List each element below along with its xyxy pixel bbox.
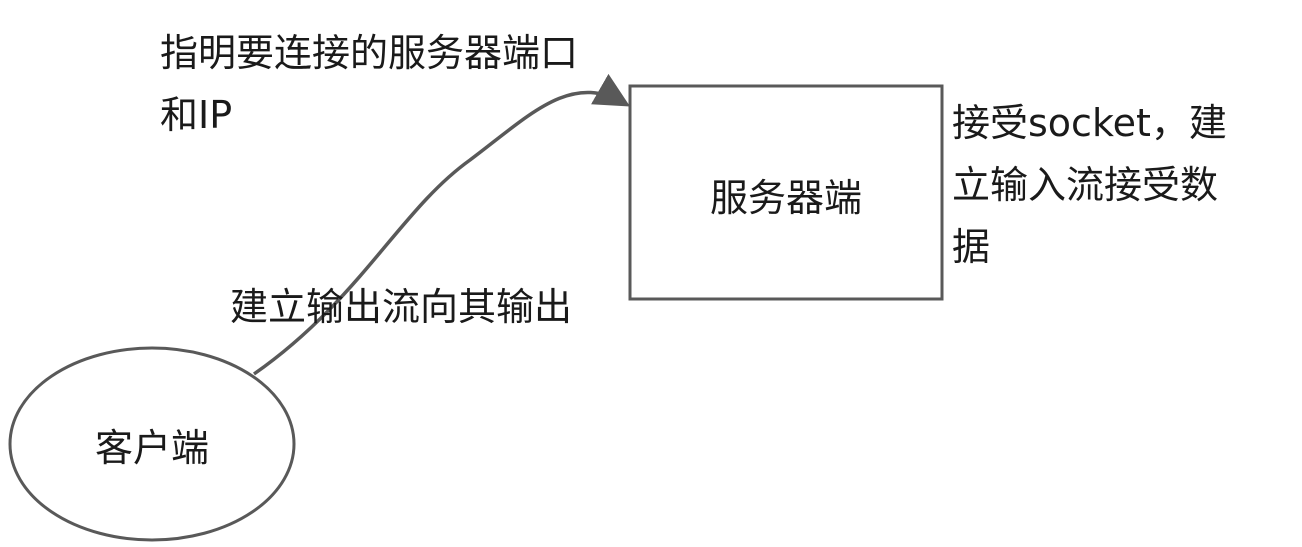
client-node-label: 客户端 bbox=[94, 426, 210, 470]
accept-annotation-line-1: 接受socket，建 bbox=[952, 101, 1227, 145]
accept-annotation-line-2: 立输入流接受数 bbox=[952, 163, 1219, 207]
connect-annotation-line-1: 指明要连接的服务器端口 bbox=[160, 31, 579, 75]
connect-annotation: 指明要连接的服务器端口 和IP bbox=[160, 22, 578, 146]
server-node-label: 服务器端 bbox=[709, 176, 863, 220]
server-node-box[interactable] bbox=[628, 84, 944, 301]
accept-annotation: 接受socket，建 立输入流接受数 据 bbox=[952, 92, 1227, 278]
client-node-ellipse[interactable] bbox=[8, 346, 296, 542]
accept-annotation-line-3: 据 bbox=[952, 225, 991, 269]
output-stream-annotation: 建立输出流向其输出 bbox=[230, 285, 573, 329]
connect-annotation-line-2: 和IP bbox=[160, 93, 233, 137]
connection-arrow[interactable] bbox=[252, 73, 631, 376]
